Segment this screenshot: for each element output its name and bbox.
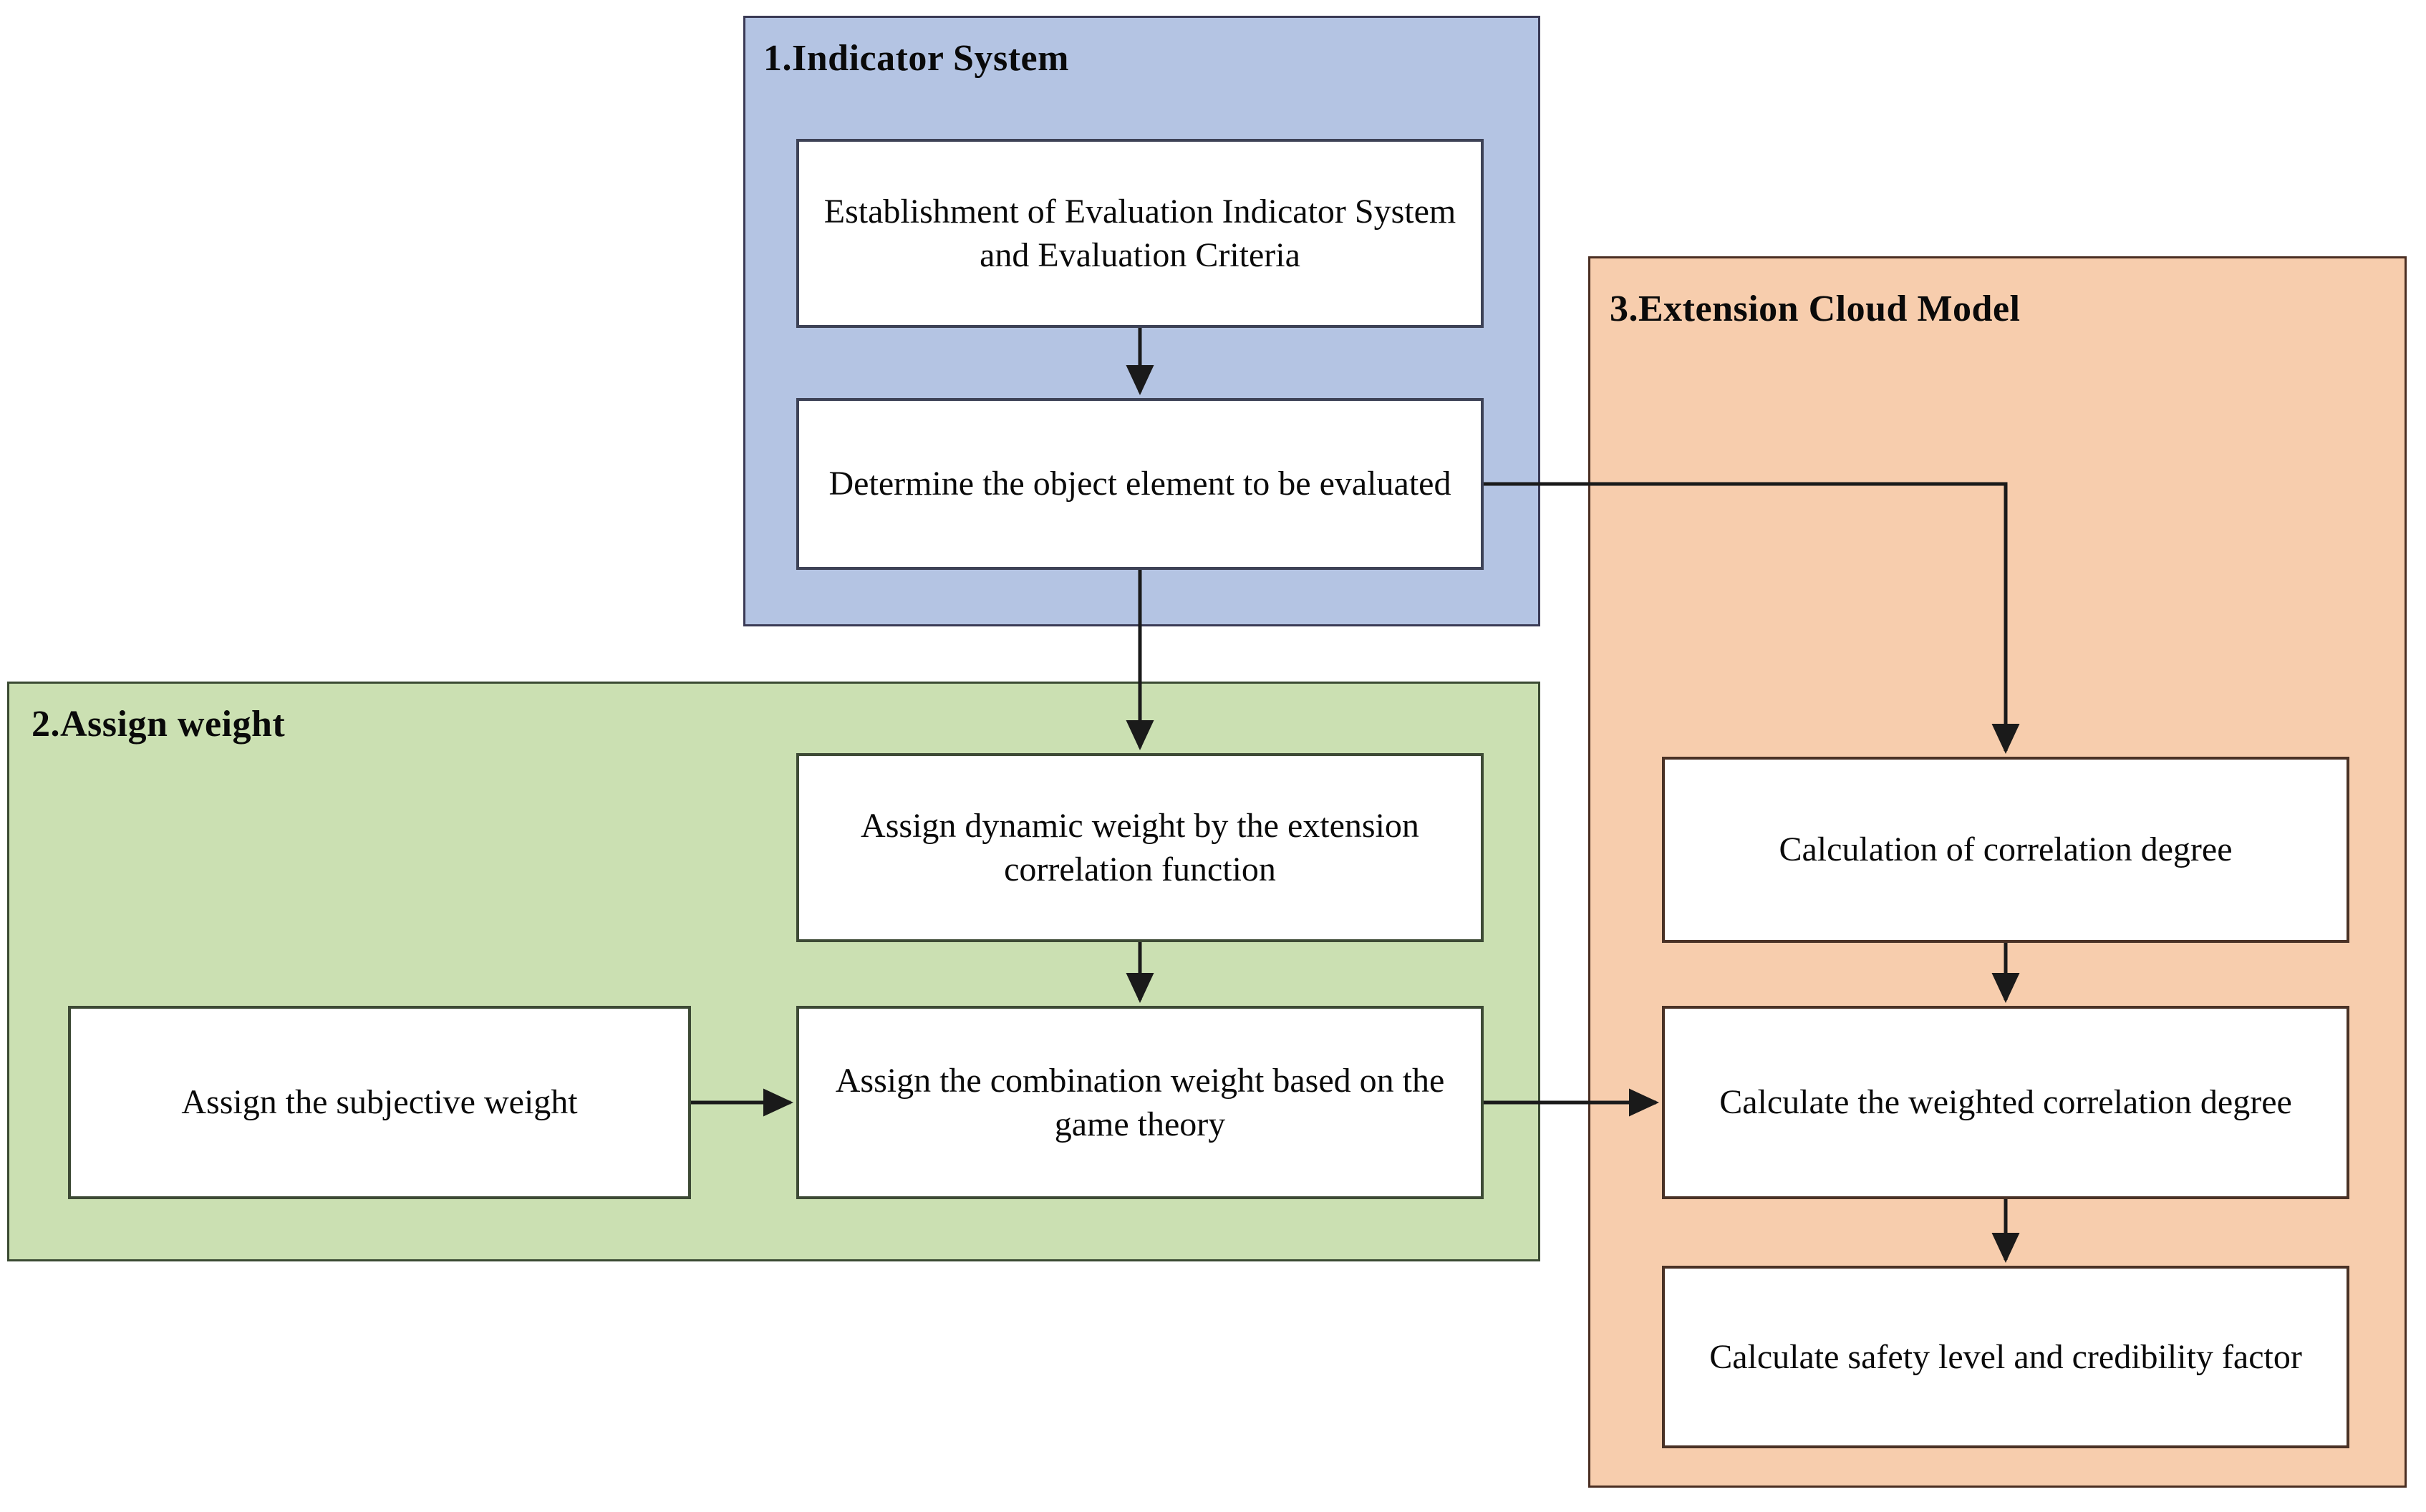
panel-title-indicator-system: 1.Indicator System	[763, 38, 1069, 79]
node-establish-indicator-system[interactable]: Establishment of Evaluation Indicator Sy…	[796, 139, 1484, 328]
node-calculate-safety-level[interactable]: Calculate safety level and credibility f…	[1662, 1266, 2349, 1448]
panel-title-assign-weight: 2.Assign weight	[32, 704, 286, 745]
node-determine-object-element[interactable]: Determine the object element to be evalu…	[796, 398, 1484, 570]
node-calculation-correlation-degree[interactable]: Calculation of correlation degree	[1662, 757, 2349, 943]
node-label-establish-indicator-system: Establishment of Evaluation Indicator Sy…	[823, 192, 1456, 274]
node-assign-dynamic-weight[interactable]: Assign dynamic weight by the extension c…	[796, 753, 1484, 942]
node-label-determine-object-element: Determine the object element to be evalu…	[828, 465, 1451, 503]
node-label-calculate-weighted-correlation-degree: Calculate the weighted correlation degre…	[1719, 1083, 2292, 1122]
node-assign-subjective-weight[interactable]: Assign the subjective weight	[68, 1006, 691, 1199]
node-assign-combination-weight[interactable]: Assign the combination weight based on t…	[796, 1006, 1484, 1199]
node-label-calculate-safety-level: Calculate safety level and credibility f…	[1709, 1337, 2302, 1376]
panel-title-extension-cloud-model: 3.Extension Cloud Model	[1610, 289, 2021, 329]
node-calculate-weighted-correlation-degree[interactable]: Calculate the weighted correlation degre…	[1662, 1006, 2349, 1199]
node-label-assign-subjective-weight: Assign the subjective weight	[181, 1083, 578, 1122]
node-label-assign-combination-weight: Assign the combination weight based on t…	[835, 1061, 1445, 1143]
node-label-assign-dynamic-weight: Assign dynamic weight by the extension c…	[861, 806, 1419, 888]
node-label-calculation-correlation-degree: Calculation of correlation degree	[1779, 830, 2233, 869]
